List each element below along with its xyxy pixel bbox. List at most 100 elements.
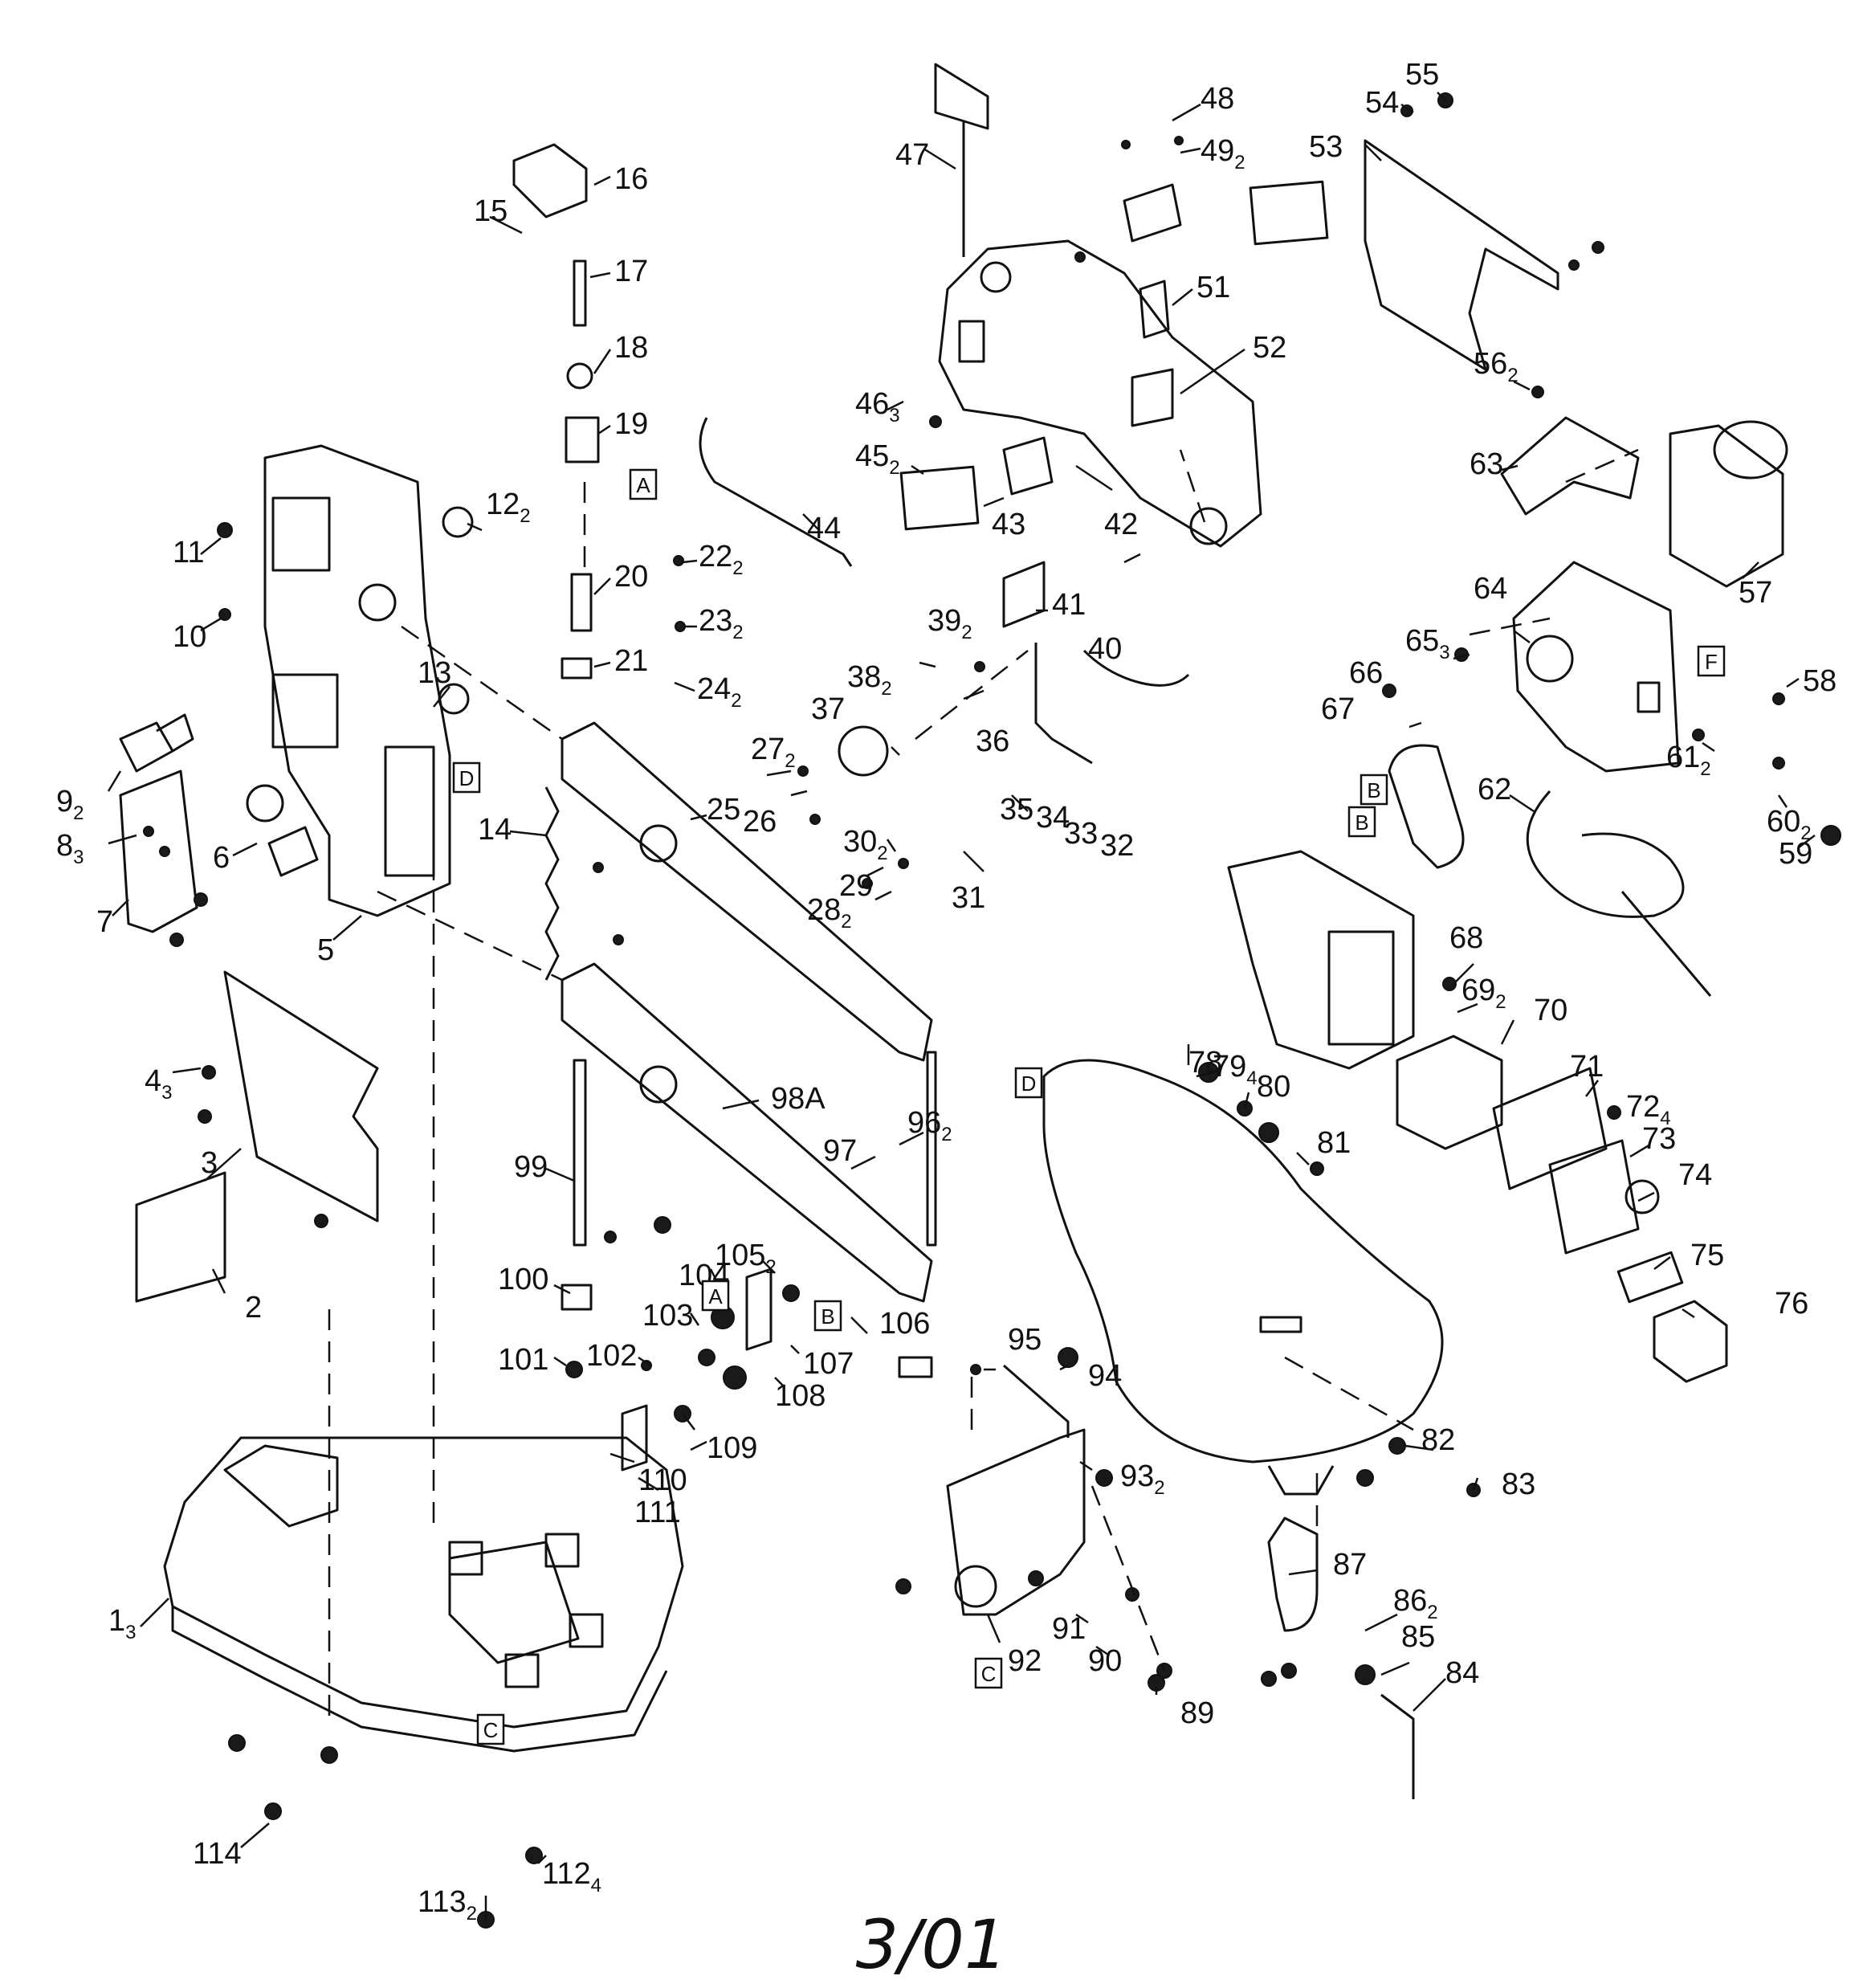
callout-label: 48 (1201, 82, 1234, 116)
callout-label: 17 (614, 255, 648, 288)
callout-label: 83 (56, 829, 84, 868)
callout-label: 272 (751, 733, 796, 772)
callout-label: 87 (1333, 1548, 1367, 1582)
callout-label: 55 (1405, 58, 1439, 92)
callout-label: 53 (1309, 130, 1343, 164)
callout-label: 18 (614, 331, 648, 365)
callout-label: 492 (1201, 134, 1245, 173)
callout-label: 122 (486, 488, 531, 527)
ref-box: A (701, 1280, 730, 1312)
callout-label: 43 (992, 508, 1025, 541)
callout-label: 1124 (542, 1857, 601, 1896)
ref-box: A (629, 468, 658, 500)
callout-label: 862 (1393, 1584, 1438, 1623)
callout-label: 99 (514, 1150, 548, 1184)
callout-label: 612 (1666, 741, 1711, 780)
part-label-51 (1249, 180, 1329, 246)
callout-label: 83 (1502, 1468, 1535, 1501)
callout-label: 89 (1180, 1696, 1214, 1730)
callout-label: 78 (1188, 1046, 1222, 1080)
callout-label: 26 (743, 805, 777, 839)
callout-label: 34 (1036, 801, 1070, 835)
callout-label: 794 (1213, 1050, 1258, 1089)
callout-label: 108 (775, 1379, 826, 1413)
callout-label: 232 (699, 604, 744, 643)
callout-label: 463 (855, 387, 900, 427)
callout-label: 44 (807, 512, 841, 545)
callout-label: 110 (638, 1463, 687, 1497)
callout-label: 75 (1690, 1239, 1724, 1272)
callout-label: 66 (1349, 656, 1383, 690)
part-power-cord (1526, 790, 1712, 997)
callout-label: 51 (1196, 271, 1230, 304)
part-blade-clamp (512, 143, 588, 218)
svg-text:C: C (483, 1718, 499, 1742)
part-tension-knob (838, 725, 889, 777)
svg-text:B: B (1355, 810, 1368, 835)
part-label-45 (899, 465, 980, 531)
ref-box: C (974, 1657, 1003, 1689)
leader-lines (107, 92, 1816, 1920)
callout-label: 653 (1405, 624, 1450, 663)
callout-label: 92 (1008, 1644, 1042, 1678)
callout-label: 73 (1642, 1122, 1676, 1156)
svg-text:A: A (636, 473, 650, 497)
callout-label: 29 (839, 869, 873, 903)
callout-label: 94 (1088, 1359, 1122, 1393)
callout-labels: 13 2 3 43 5 6 7 83 92 10 11 122 13 14 15… (56, 58, 1837, 1925)
callout-label: 222 (699, 540, 744, 579)
callout-label: 107 (803, 1347, 854, 1381)
part-blade-guard (1364, 139, 1559, 371)
callout-label: 302 (843, 825, 888, 864)
ref-box: D (1014, 1067, 1043, 1099)
callout-label: 25 (707, 793, 740, 827)
callout-label: 92 (56, 785, 84, 824)
callout-label: 242 (697, 672, 742, 712)
callout-label: 14 (478, 813, 512, 847)
part-pulley (1388, 744, 1465, 869)
assembly-lines (328, 448, 1639, 1727)
callout-label: 95 (1008, 1323, 1042, 1357)
parts-illustration (119, 63, 1841, 1929)
callout-label: 102 (586, 1339, 637, 1373)
callout-label: 10 (173, 620, 206, 654)
callout-label: 16 (614, 162, 648, 196)
part-table-bracket (946, 1428, 1086, 1616)
callout-label: 1052 (715, 1239, 777, 1278)
callout-label: 47 (895, 138, 929, 172)
fasteners (143, 92, 1841, 1929)
callout-label: 15 (474, 194, 508, 228)
callout-label: 13 (418, 656, 451, 690)
callout-label: 63 (1470, 447, 1503, 481)
callout-label: 41 (1052, 588, 1086, 622)
callout-label: 35 (1000, 793, 1033, 827)
callout-label: 71 (1570, 1050, 1604, 1084)
callout-label: 54 (1365, 86, 1399, 120)
ref-box: C (476, 1713, 505, 1745)
callout-label: 68 (1449, 921, 1483, 955)
part-label-plate (135, 1171, 226, 1303)
reference-boxes: A B C D F A B B C D (452, 468, 1726, 1745)
ref-box: B (1347, 806, 1376, 838)
callout-label: 59 (1779, 837, 1812, 871)
ref-box: D (452, 761, 481, 794)
callout-label: 97 (823, 1134, 857, 1168)
callout-label: 40 (1088, 632, 1122, 666)
part-motor (1669, 424, 1784, 588)
callout-label: 932 (1120, 1459, 1165, 1499)
callout-label: 562 (1474, 347, 1519, 386)
callout-label: 85 (1401, 1620, 1435, 1654)
callout-label: 452 (855, 439, 900, 479)
callout-label: 19 (614, 407, 648, 441)
part-motor-bracket (1512, 561, 1680, 773)
svg-text:B: B (821, 1304, 834, 1329)
callout-label: 36 (976, 725, 1009, 758)
callout-label: 98A (771, 1082, 826, 1116)
ref-box: B (813, 1300, 842, 1332)
callout-label: 3 (201, 1146, 218, 1180)
callout-label: 70 (1534, 994, 1567, 1027)
part-table (1042, 1059, 1444, 1463)
callout-label: 57 (1739, 576, 1772, 610)
part-handle (934, 63, 989, 257)
